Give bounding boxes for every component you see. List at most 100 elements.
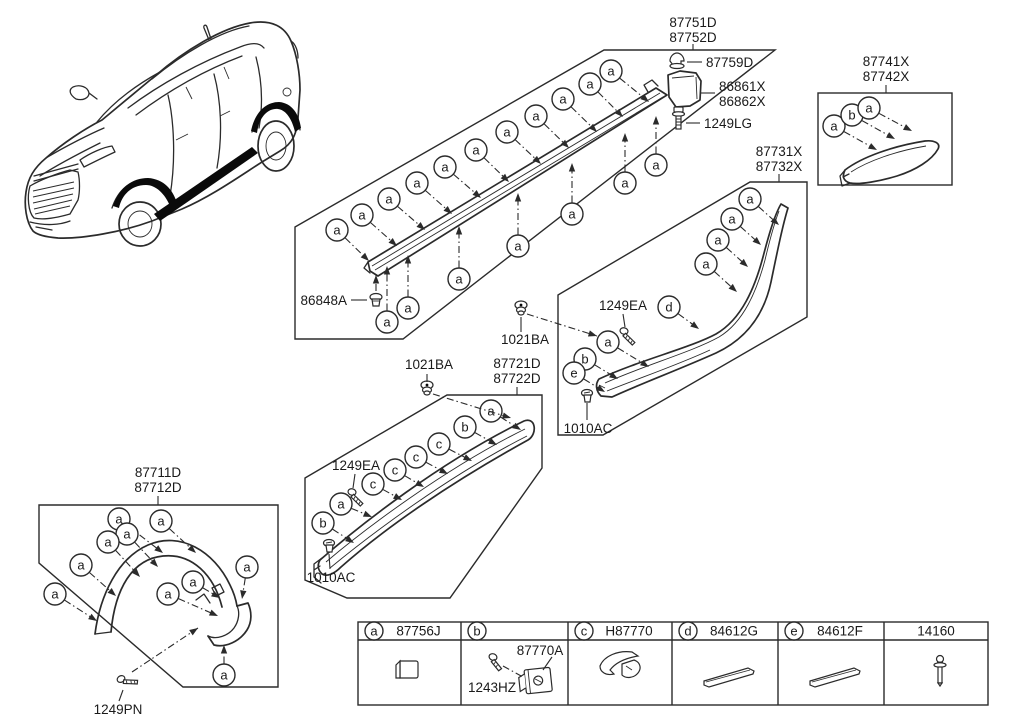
sill-moulding-part xyxy=(363,79,668,277)
callout-arrow-line xyxy=(344,237,366,258)
callout-arrow-line xyxy=(726,247,744,264)
callout-arrow-line xyxy=(597,91,620,114)
arrowhead xyxy=(131,568,140,577)
screw-icon-1249ea-1 xyxy=(619,327,636,346)
leader-line xyxy=(328,553,331,570)
callout-a: a xyxy=(156,582,213,615)
callout-circle xyxy=(738,187,762,211)
callout-letter: a xyxy=(514,239,522,254)
callout-a: a xyxy=(115,522,155,564)
arrowhead xyxy=(443,205,452,214)
callout-arrow-line xyxy=(843,131,873,148)
callout-a: a xyxy=(69,553,112,593)
callout-arrow-line xyxy=(861,120,891,137)
callout-d: d xyxy=(657,295,695,326)
callout-circle xyxy=(506,234,530,258)
arrowhead xyxy=(393,493,402,500)
callout-a: a xyxy=(720,207,757,242)
callout-arrow-line xyxy=(514,139,538,161)
box-fender-garnish xyxy=(817,92,953,186)
callout-circle xyxy=(427,432,451,456)
legend-letter-circle xyxy=(678,621,698,641)
callout-letter: a xyxy=(164,587,172,602)
callout-circle xyxy=(329,492,353,516)
callout-arrow-line xyxy=(425,461,443,472)
callout-a: a xyxy=(396,261,420,320)
callout-letter: c xyxy=(392,463,399,478)
callout-letter: a xyxy=(830,119,838,134)
part-number-text: 87742X xyxy=(863,69,910,84)
legend-letter-circle xyxy=(574,621,594,641)
callout-a: a xyxy=(506,199,530,258)
legend-table-border xyxy=(357,621,989,706)
arrowhead xyxy=(652,116,660,125)
arrowhead xyxy=(187,544,196,553)
callout-c: c xyxy=(404,445,443,472)
part-number-text: 87722D xyxy=(493,371,541,386)
arrowhead xyxy=(568,163,576,172)
callout-a: a xyxy=(822,114,873,148)
callout-a: a xyxy=(350,203,393,243)
callout-a: a xyxy=(377,187,421,227)
callout-arrow-line xyxy=(89,572,112,593)
callout-a: a xyxy=(96,530,137,573)
callout-letter: a xyxy=(243,560,251,575)
pin-icon-14160 xyxy=(933,654,947,688)
part-label-1010ac-2: 1010AC xyxy=(307,553,356,585)
callout-letter: a xyxy=(333,223,341,238)
callout-arrow-line xyxy=(583,378,601,390)
part-label-87759d: 87759D xyxy=(687,55,754,70)
legend-letter: b xyxy=(473,624,480,639)
callout-circle xyxy=(43,582,67,606)
callout-circle xyxy=(694,252,718,276)
callout-circle xyxy=(375,310,399,334)
arrowhead xyxy=(621,133,629,142)
callout-letter: b xyxy=(319,516,326,531)
callout-a: a xyxy=(613,139,637,195)
arrowhead xyxy=(415,479,424,487)
part-number-text: 86848A xyxy=(300,293,347,308)
callout-letter: c xyxy=(370,477,377,492)
screw-icon-1243hz xyxy=(488,653,503,672)
callout-circle xyxy=(453,415,477,439)
arrowhead xyxy=(462,454,472,461)
callout-circle xyxy=(235,555,259,579)
callout-circle xyxy=(212,663,236,687)
callout-circle xyxy=(447,267,471,291)
part-label-1249pn: 1249PN xyxy=(94,689,142,717)
callout-letter: a xyxy=(604,335,612,350)
callout-letter: b xyxy=(461,420,468,435)
connector xyxy=(502,665,524,678)
callout-circle xyxy=(822,114,846,138)
part-number-text: 87721D xyxy=(493,356,541,371)
legend-letter: d xyxy=(684,624,691,639)
arrowhead xyxy=(560,139,569,148)
callout-arrow-line xyxy=(178,598,213,615)
legend-letter: a xyxy=(370,624,378,639)
callout-arrow-line xyxy=(483,157,506,179)
hardware-icons xyxy=(116,52,947,695)
arrowhead xyxy=(455,226,463,235)
connector-line xyxy=(526,313,598,337)
legend-letter-circle xyxy=(364,621,384,641)
callout-letter: d xyxy=(665,300,672,315)
box-sill-moulding xyxy=(294,49,778,340)
callout-letter: c xyxy=(413,450,420,465)
callout-arrow-line xyxy=(370,222,393,243)
callout-letter: a xyxy=(865,101,873,116)
callout-arrow-line xyxy=(202,587,216,596)
callout-circle xyxy=(181,570,205,594)
part-label-1249lg: 1249LG xyxy=(686,116,752,131)
arrowhead xyxy=(588,123,597,132)
rear-arch-highlight xyxy=(251,102,301,133)
callout-e: e xyxy=(562,361,601,390)
callout-letter: a xyxy=(586,77,594,92)
callout-letter: c xyxy=(436,437,443,452)
callout-a: a xyxy=(644,122,668,177)
part-number-text: 86862X xyxy=(719,94,766,109)
callout-a: a xyxy=(325,218,366,258)
